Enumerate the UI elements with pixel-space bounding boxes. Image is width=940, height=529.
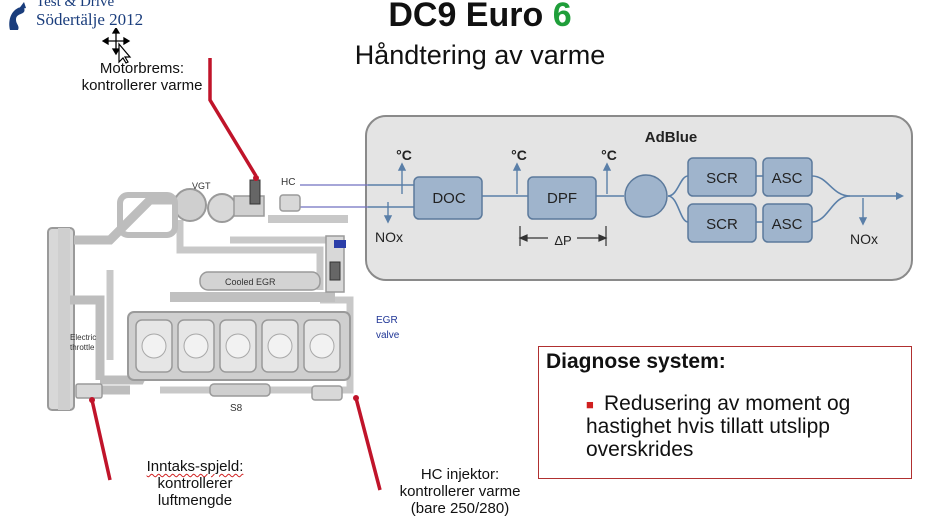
exhaust-brake-actuator bbox=[249, 179, 261, 205]
scr-box-bottom bbox=[687, 203, 757, 243]
callout-lines bbox=[90, 58, 382, 491]
diagnose-bullet: ■ Redusering av moment og hastighet hvis… bbox=[586, 392, 886, 461]
egr-cooler bbox=[199, 271, 321, 291]
turbocharger bbox=[173, 188, 207, 222]
asc-box-top bbox=[762, 157, 813, 197]
egr-valve-label-2: valve bbox=[376, 330, 400, 341]
event-logo bbox=[4, 0, 179, 36]
note-hc-line1: HC injektor: bbox=[420, 466, 500, 483]
nox-label-inlet: NOx bbox=[375, 229, 403, 245]
scr-box-top bbox=[687, 157, 757, 197]
page-subtitle: Håndtering av varme bbox=[354, 40, 606, 70]
hc-label: HC bbox=[281, 177, 295, 188]
temp-label-3: °C bbox=[601, 147, 617, 163]
title-number: 6 bbox=[552, 0, 572, 34]
logo-text-line1: Test & Drive bbox=[36, 0, 115, 10]
engine-schematic bbox=[47, 179, 354, 411]
cooled-egr-label: Cooled EGR bbox=[225, 277, 276, 287]
note-motorbrems-line1: Motorbrems: bbox=[99, 60, 185, 77]
note-motorbrems-line2: kontrollerer varme bbox=[81, 77, 203, 94]
electric-throttle-label-1: Electric bbox=[70, 333, 96, 342]
diagnose-heading: Diagnose system: bbox=[546, 350, 726, 373]
note-hc-line3: (bare 250/280) bbox=[410, 500, 510, 517]
page-title: DC9 Euro 6 bbox=[330, 0, 630, 35]
note-inntak-line3: luftmengde bbox=[157, 492, 233, 509]
scr-label-bottom: SCR bbox=[706, 216, 738, 233]
sensor-arrows bbox=[383, 162, 868, 226]
note-inntak-line2: kontrollerer bbox=[157, 475, 233, 492]
bullet-square-icon: ■ bbox=[586, 397, 594, 412]
scr-label-top: SCR bbox=[706, 170, 738, 187]
adblue-label: AdBlue bbox=[645, 129, 698, 146]
note-inntak: Inntaks-spjeld: kontrollerer luftmengde bbox=[120, 458, 270, 509]
griffin-logo-icon bbox=[9, 2, 26, 31]
egr-valve-label-1: EGR bbox=[376, 315, 398, 326]
exhaust-flow-lines bbox=[368, 175, 898, 223]
delta-p-dimension bbox=[518, 226, 608, 246]
note-motorbrems: Motorbrems: kontrollerer varme bbox=[72, 60, 212, 94]
note-hc: HC injektor: kontrollerer varme (bare 25… bbox=[380, 466, 540, 517]
delta-p-label: ΔP bbox=[554, 233, 571, 248]
dpf-box bbox=[527, 176, 597, 220]
asc-label-bottom: ASC bbox=[772, 216, 803, 233]
nox-label-outlet: NOx bbox=[850, 231, 878, 247]
adblue-dosing-icon bbox=[624, 174, 668, 218]
doc-box bbox=[413, 176, 483, 220]
s8-label: S8 bbox=[230, 403, 243, 414]
note-inntak-line1: Inntaks-spjeld: bbox=[146, 458, 244, 475]
vgt-label: VGT bbox=[192, 181, 211, 191]
logo-text-line2: Södertälje 2012 bbox=[36, 10, 144, 29]
diagnose-bullet-text: Redusering av moment og hastighet hvis t… bbox=[586, 392, 851, 461]
egr-valve-marker bbox=[334, 240, 346, 248]
asc-box-bottom bbox=[762, 203, 813, 243]
outlet-arrow-icon bbox=[896, 192, 904, 200]
doc-label: DOC bbox=[432, 190, 466, 207]
title-main: DC9 Euro bbox=[388, 0, 544, 34]
note-hc-line2: kontrollerer varme bbox=[399, 483, 521, 500]
temp-label-1: °C bbox=[396, 147, 412, 163]
move-cursor-icon bbox=[102, 28, 132, 64]
electric-throttle bbox=[75, 383, 103, 399]
electric-throttle-label-2: throttle bbox=[70, 343, 95, 352]
diagnose-box bbox=[538, 346, 912, 479]
dpf-label: DPF bbox=[547, 190, 577, 207]
temp-label-2: °C bbox=[511, 147, 527, 163]
asc-label-top: ASC bbox=[772, 170, 803, 187]
